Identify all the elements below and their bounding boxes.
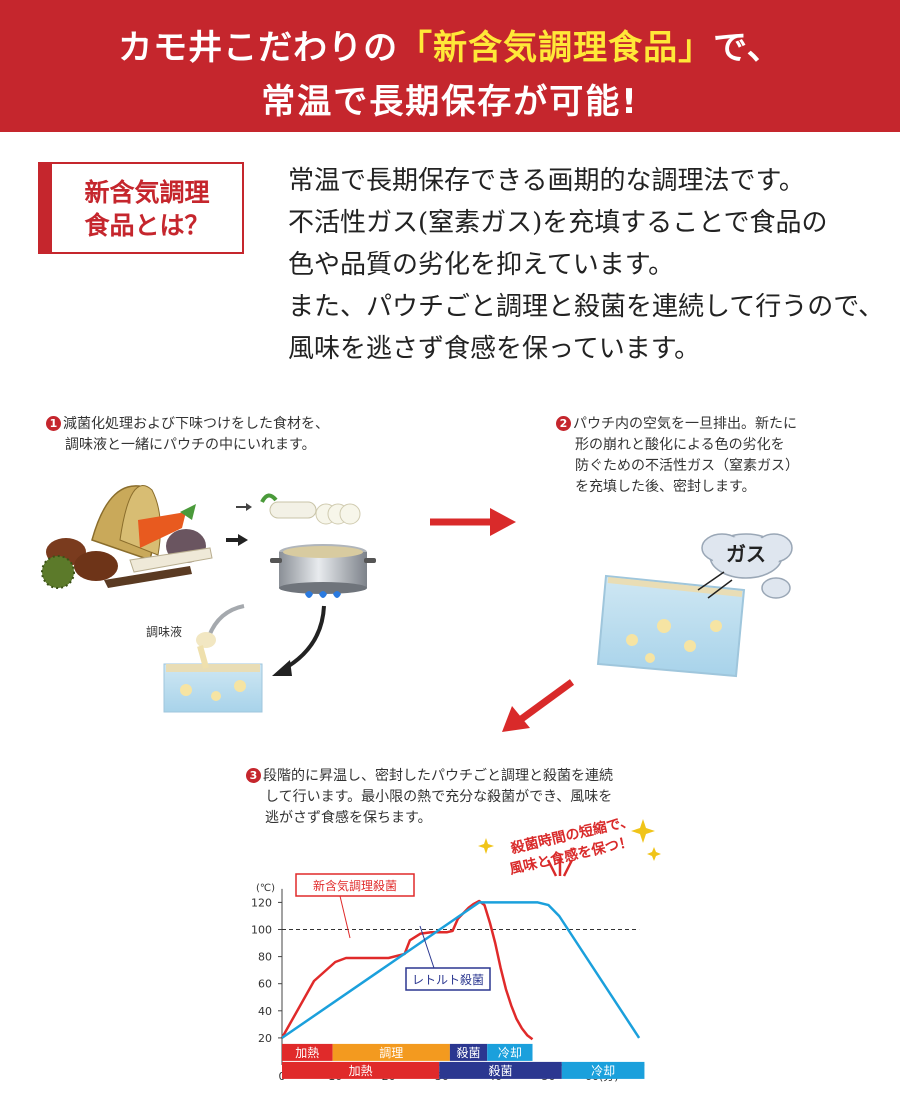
header-line1-suffix: で、	[713, 28, 782, 68]
step-1-line: 減菌化処理および下味つけをした食材を、	[63, 416, 329, 432]
cooking-pot-illustration	[270, 544, 376, 598]
phase-bar-segment	[439, 1061, 562, 1079]
header-banner: カモ井こだわりの「新含気調理食品」で、 常温で長期保存が可能!	[0, 0, 900, 132]
step-2-line: を充填した後、密封します。	[575, 479, 756, 495]
emphasis-marks	[546, 858, 574, 877]
y-tick-label: 60	[258, 978, 272, 991]
intro-line: 常温で長期保存できる画期的な調理法です。	[288, 166, 805, 196]
legend-label-retort: レトルト殺菌	[412, 973, 484, 987]
pouch-with-seasoning	[163, 604, 263, 713]
y-tick-label: 120	[251, 896, 272, 909]
series-line-new-method	[280, 899, 534, 1041]
intro-text: 常温で長期保存できる画期的な調理法です。 不活性ガス(窒素ガス)を充填することで…	[288, 160, 888, 370]
phase-bar-label: 殺菌	[457, 1046, 481, 1060]
step-2-line: 防ぐための不活性ガス（窒素ガス）	[575, 458, 799, 474]
legend-box-retort	[405, 967, 491, 991]
step-3-number: 3	[246, 768, 261, 783]
step-3-line: して行います。最小限の熱で充分な殺菌ができ、風味を	[265, 789, 613, 805]
series-line-retort	[281, 901, 641, 1039]
phase-bar-label: 加熱	[349, 1064, 373, 1078]
phase-bar-label: 調理	[379, 1046, 403, 1060]
phase-bar-segment	[449, 1043, 488, 1061]
daikon-illustration	[260, 493, 361, 525]
step-3-line: 逃がさず食感を保ちます。	[265, 810, 432, 826]
sealed-pouch-illustration	[596, 574, 746, 678]
header-highlight: 「新含気調理食品」	[398, 28, 714, 68]
step-2-line: 形の崩れと酸化による色の劣化を	[575, 437, 785, 453]
phase-bar-label: 殺菌	[489, 1064, 513, 1078]
legend-leader-retort	[419, 925, 435, 969]
phase-bar-segment	[561, 1061, 645, 1079]
legend-leader-new-method	[339, 895, 351, 939]
phase-bar-segment	[332, 1043, 450, 1061]
y-tick-label: 80	[258, 951, 272, 964]
definition-badge: 新含気調理 食品とは？	[38, 162, 244, 254]
sparkle-icon	[647, 847, 661, 861]
header-line-2: 常温で長期保存が可能!	[261, 82, 639, 122]
gas-label: ガス	[726, 542, 766, 566]
intro-line: 色や品質の劣化を抑えています。	[288, 250, 675, 280]
badge-line-2: 食品とは？	[84, 211, 210, 240]
step-3-line: 段階的に昇温し、密封したパウチごと調理と殺菌を連続	[263, 768, 613, 784]
header-line-1: カモ井こだわりの「新含気調理食品」で、	[0, 20, 900, 69]
sparkle-icon	[478, 838, 494, 854]
y-tick-label: 20	[258, 1032, 272, 1045]
step-2-line: パウチ内の空気を一旦排出。新たに	[573, 416, 797, 432]
intro-line: また、パウチごと調理と殺菌を連続して行うので、	[288, 292, 885, 322]
legend-label-new-method: 新含気調理殺菌	[313, 878, 397, 893]
flow-arrow-down-left	[517, 679, 575, 723]
vegetables-illustration	[41, 485, 213, 589]
y-tick-label: 100	[251, 924, 272, 937]
step-1-number: 1	[46, 416, 61, 431]
header-line1-text: カモ井こだわりの	[118, 28, 399, 68]
y-tick-label: 40	[258, 1005, 272, 1018]
step-2-number: 2	[556, 416, 571, 431]
phase-bar-label: 加熱	[295, 1046, 319, 1060]
sparkle-icon	[631, 819, 655, 843]
legend-box-new-method	[295, 873, 415, 897]
badge-line-1: 新含気調理	[84, 178, 210, 207]
phase-bar-segment	[282, 1061, 440, 1079]
intro-line: 風味を逃さず食感を保っています。	[288, 334, 701, 364]
intro-line: 不活性ガス(窒素ガス)を充填することで食品の	[288, 208, 828, 238]
gas-cloud-icon	[701, 533, 793, 599]
step-1-line: 調味液と一緒にパウチの中にいれます。	[65, 437, 316, 453]
seasoning-label: 調味液	[146, 624, 182, 639]
phase-bar-label: 冷却	[498, 1046, 522, 1060]
phase-bar-label: 冷却	[591, 1064, 615, 1078]
phase-bar-segment	[487, 1043, 533, 1061]
phase-bar-segment	[282, 1043, 333, 1061]
y-axis-unit: (℃)	[256, 883, 275, 894]
